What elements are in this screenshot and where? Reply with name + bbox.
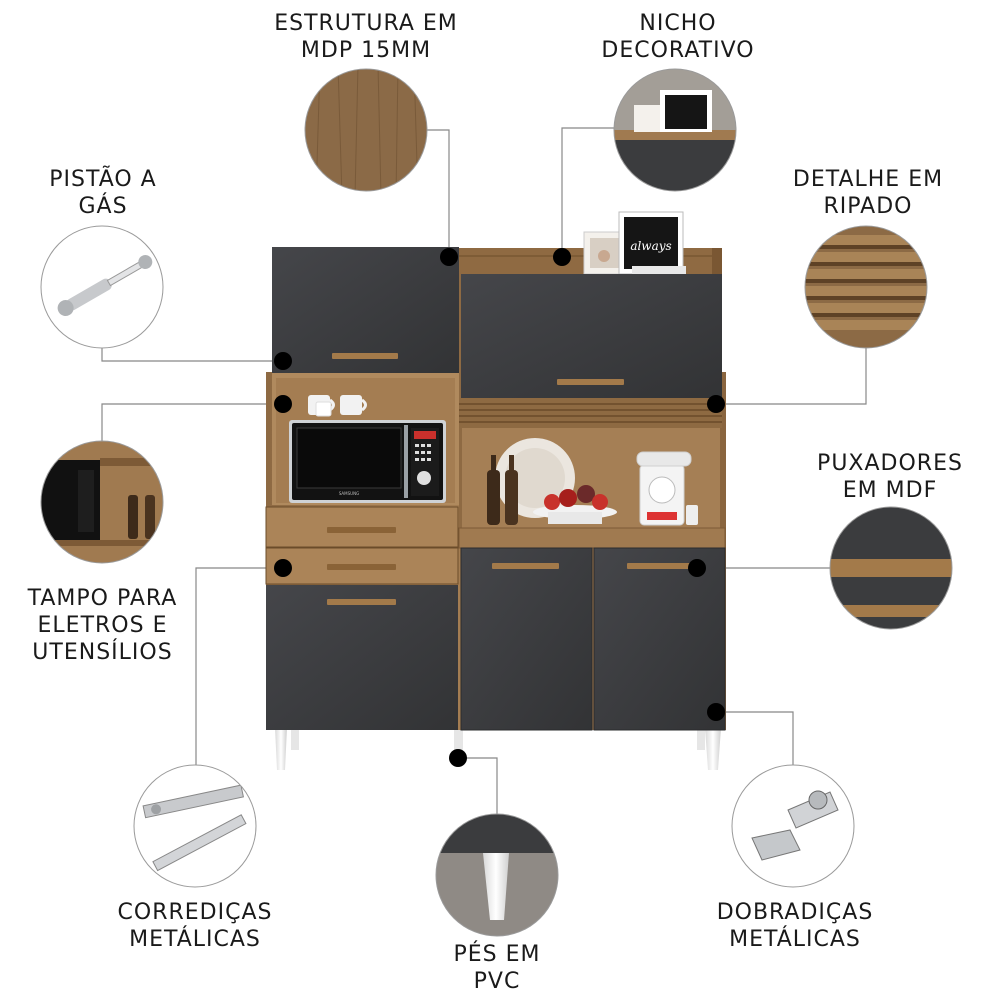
lower-door [593, 547, 726, 731]
upper-left-door [272, 247, 459, 373]
label-line: UTENSÍLIOS [32, 640, 173, 665]
label-line: GÁS [78, 194, 128, 219]
label-line: PUXADORES [817, 451, 963, 476]
label-line: METÁLICAS [129, 927, 261, 952]
label-line: DETALHE EM [792, 167, 944, 192]
detail-handles [830, 507, 952, 629]
label-line: DECORATIVO [601, 38, 755, 63]
pointer-dots [274, 248, 725, 767]
leg [275, 728, 287, 770]
detail-slats [805, 226, 927, 348]
niche-objects [487, 438, 698, 526]
label-line: METÁLICAS [729, 927, 861, 952]
label-line: ESTRUTURA EM [274, 11, 458, 36]
detail-gas-piston [41, 226, 163, 348]
label-line: DOBRADIÇAS [716, 900, 874, 925]
lower-door [460, 547, 593, 731]
label-line: TAMPO PARA [27, 586, 178, 611]
label-line: RIPADO [823, 194, 913, 219]
countertop [458, 527, 726, 549]
lower-left-door [266, 585, 458, 730]
label-line: ELETROS E [37, 613, 168, 638]
upper-right-flap [461, 274, 722, 398]
detail-hinges [732, 765, 854, 887]
handle [332, 353, 398, 359]
detail-feet [436, 814, 558, 936]
detail-niche [614, 69, 736, 191]
detail-wood-texture [305, 69, 427, 191]
detail-drawer-slides [134, 765, 256, 887]
cabinet: SAMSUNG [265, 211, 726, 770]
leg [705, 728, 721, 770]
detail-countertop [41, 441, 163, 563]
label-line: PISTÃO A [49, 167, 157, 192]
callout-lines [101, 127, 867, 814]
label-line: PVC [473, 969, 521, 994]
label-line: CORREDIÇAS [117, 900, 273, 925]
label-line: MDP 15MM [300, 38, 432, 63]
slatted-detail [459, 398, 722, 428]
label-line: NICHO [639, 11, 717, 36]
decor-frame-text: always [630, 239, 671, 253]
label-line: PÉS EM [453, 942, 541, 967]
drawer [265, 547, 459, 585]
detail-circle-outlines [40, 68, 953, 937]
microwave: SAMSUNG [289, 420, 446, 503]
label-line: EM MDF [842, 478, 938, 503]
microwave-brand: SAMSUNG [339, 491, 359, 496]
cups [308, 395, 367, 417]
decor-frames: always [583, 211, 686, 275]
